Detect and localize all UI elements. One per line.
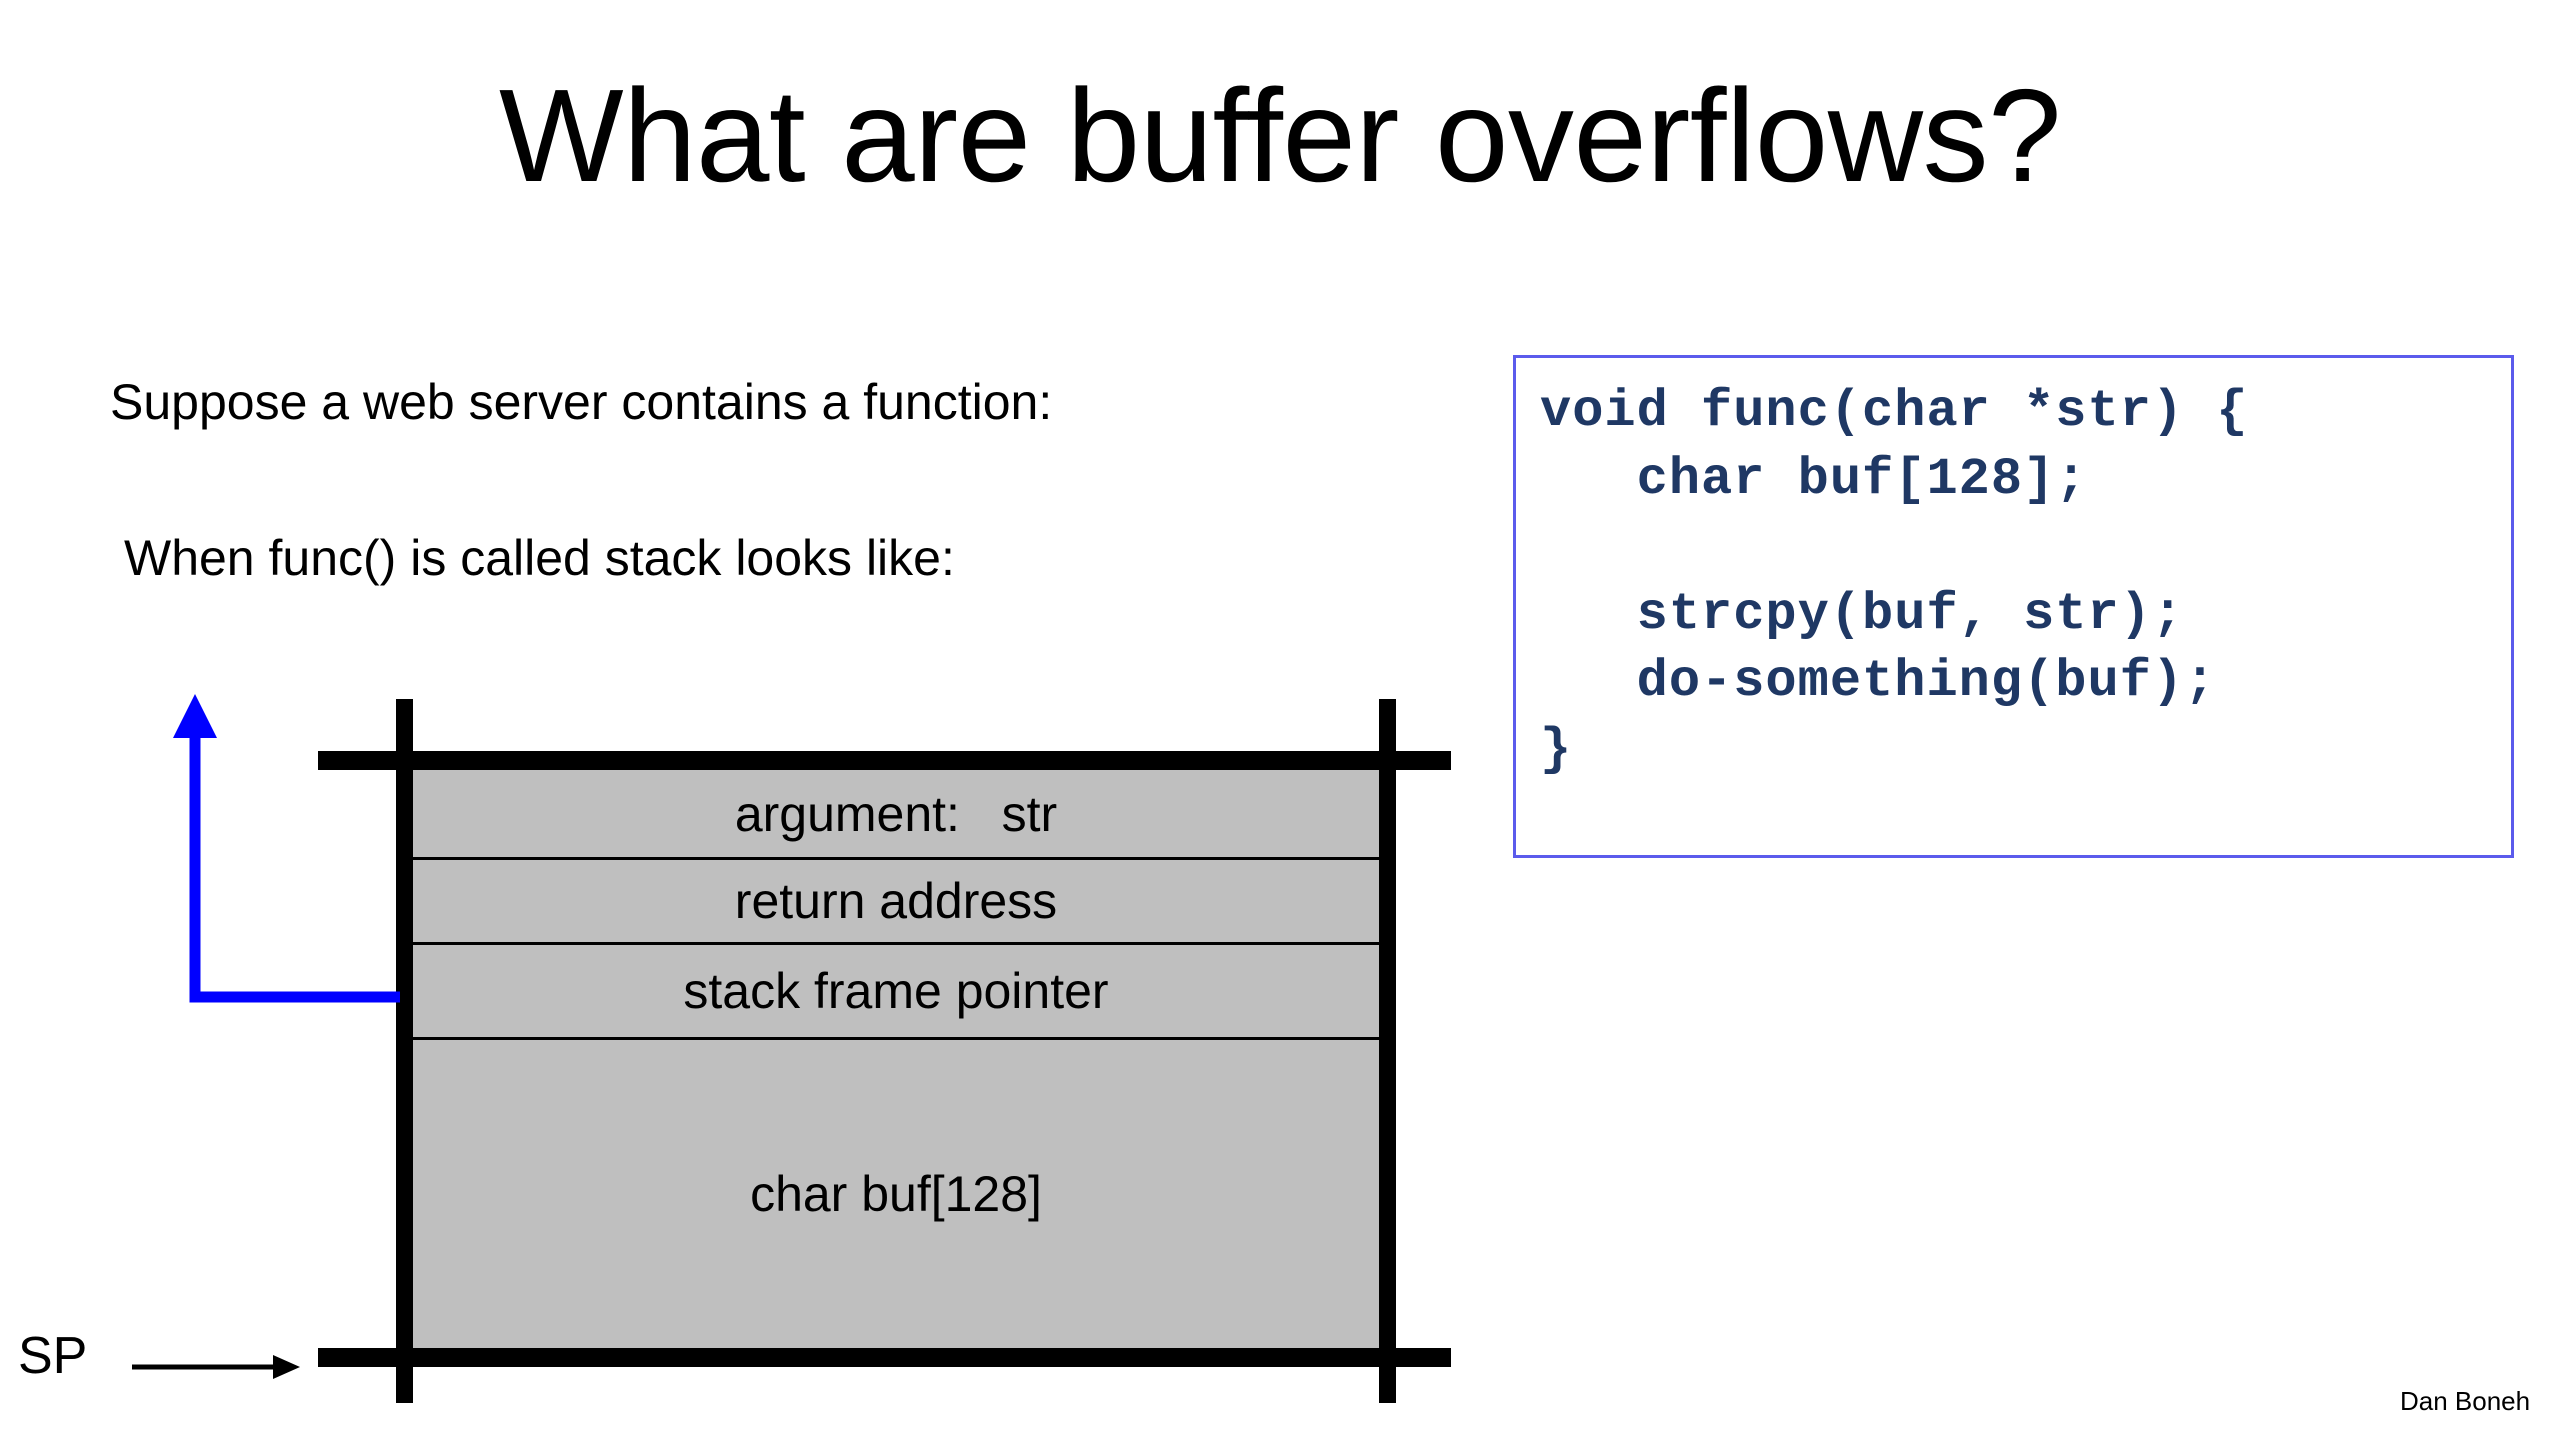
page-title: What are buffer overflows? xyxy=(499,62,2061,209)
stack-pointer-arrow-icon xyxy=(132,1355,300,1379)
stack-right-rail xyxy=(1379,699,1396,1403)
stack-cell-buffer: char buf[128] xyxy=(413,1037,1379,1348)
stack-left-rail xyxy=(396,699,413,1403)
body-text-line-2: When func() is called stack looks like: xyxy=(124,530,955,586)
stack-diagram: argument: str return address stack frame… xyxy=(18,694,1451,1403)
stack-pointer-label: SP xyxy=(18,1327,88,1385)
stack-cell-stack-frame-pointer: stack frame pointer xyxy=(413,942,1379,1037)
stack-growth-arrow-icon xyxy=(173,694,400,1003)
stack-cell-return-address: return address xyxy=(413,857,1379,942)
stack-top-boundary xyxy=(318,751,1451,770)
stack-cells: argument: str return address stack frame… xyxy=(413,770,1379,1348)
footer-credit: Dan Boneh xyxy=(2400,1386,2531,1416)
code-snippet: void func(char *str) { char buf[128]; st… xyxy=(1540,382,2249,779)
stack-bottom-boundary xyxy=(318,1348,1451,1367)
stack-cell-argument: argument: str xyxy=(413,770,1379,857)
code-panel: void func(char *str) { char buf[128]; st… xyxy=(1513,355,2514,858)
body-text-line-1: Suppose a web server contains a function… xyxy=(110,374,1053,430)
